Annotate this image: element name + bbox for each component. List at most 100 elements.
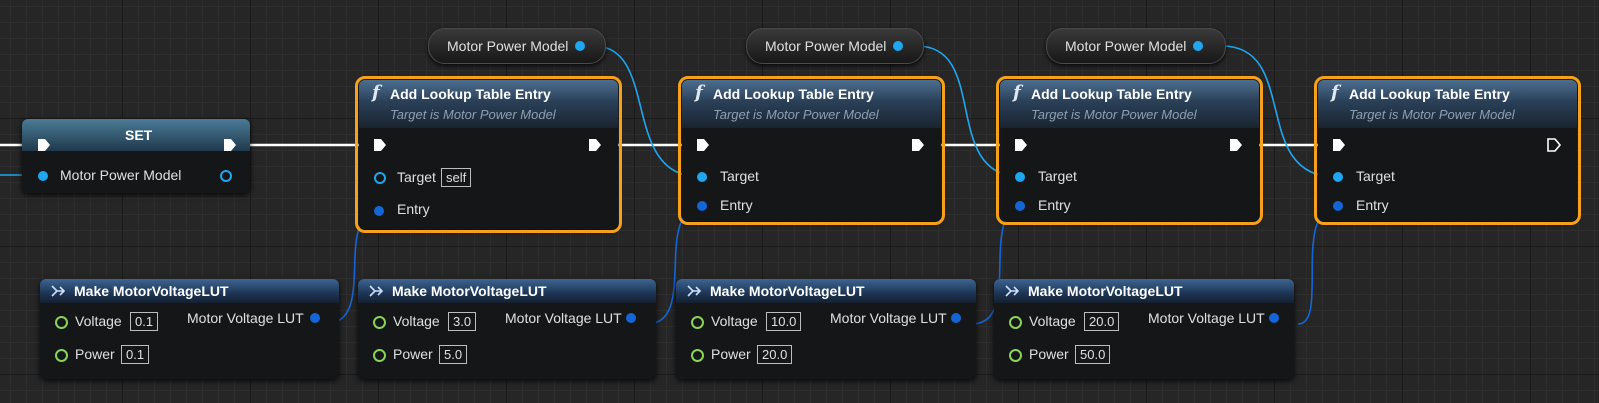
function-node[interactable]: f Add Lookup Table Entry Target is Motor… — [996, 76, 1263, 225]
voltage-pin[interactable] — [691, 316, 704, 329]
make-struct-node[interactable]: Make MotorVoltageLUT Voltage 3.0 Power 5… — [358, 279, 656, 379]
entry-pin[interactable] — [374, 206, 384, 216]
lut-output-label: Motor Voltage LUT — [830, 310, 947, 326]
exec-out-pin[interactable] — [1228, 137, 1244, 153]
variable-label: Motor Power Model — [1065, 38, 1187, 54]
power-pin[interactable] — [55, 349, 68, 362]
set-node[interactable]: SET Motor Power Model — [22, 119, 250, 193]
lut-output-label: Motor Voltage LUT — [505, 310, 622, 326]
make-header — [994, 279, 1294, 303]
power-value[interactable]: 0.1 — [121, 345, 150, 364]
lut-output-pin[interactable] — [951, 313, 961, 323]
struct-make-icon — [369, 285, 383, 297]
lut-output-label: Motor Voltage LUT — [187, 310, 304, 326]
power-label: Power — [393, 346, 433, 362]
target-pin[interactable] — [1333, 172, 1343, 182]
variable-node[interactable]: Motor Power Model — [746, 28, 924, 64]
target-value[interactable]: self — [441, 168, 472, 187]
function-icon: f — [1013, 82, 1021, 103]
voltage-value[interactable]: 0.1 — [130, 312, 159, 331]
target-label: Target — [720, 168, 759, 184]
power-pin[interactable] — [691, 349, 704, 362]
entry-label: Entry — [720, 197, 753, 213]
make-struct-node[interactable]: Make MotorVoltageLUT Voltage 20.0 Power … — [994, 279, 1294, 379]
exec-in-pin[interactable] — [1331, 137, 1347, 153]
target-pin[interactable] — [697, 172, 707, 182]
make-header — [358, 279, 656, 303]
entry-pin[interactable] — [1015, 201, 1025, 211]
voltage-label: Voltage — [1029, 313, 1076, 329]
object-out-pin[interactable] — [893, 41, 903, 51]
function-subtitle: Target is Motor Power Model — [1031, 107, 1197, 122]
entry-label: Entry — [1038, 197, 1071, 213]
variable-node[interactable]: Motor Power Model — [428, 28, 606, 64]
voltage-pin[interactable] — [55, 316, 68, 329]
target-label: Target — [397, 169, 436, 185]
voltage-label: Voltage — [711, 313, 758, 329]
function-header — [1318, 80, 1577, 128]
exec-out-pin[interactable] — [222, 137, 238, 153]
power-label: Power — [1029, 346, 1069, 362]
variable-node[interactable]: Motor Power Model — [1046, 28, 1226, 64]
power-value[interactable]: 50.0 — [1075, 345, 1111, 364]
function-header — [682, 80, 941, 128]
set-pin-label: Motor Power Model — [60, 167, 182, 183]
make-header — [40, 279, 339, 303]
object-out-pin[interactable] — [575, 41, 585, 51]
voltage-pin[interactable] — [1009, 316, 1022, 329]
voltage-label: Voltage — [393, 313, 440, 329]
exec-out-pin[interactable] — [587, 137, 603, 153]
exec-in-pin[interactable] — [372, 137, 388, 153]
target-label: Target — [1038, 168, 1077, 184]
make-title: Make MotorVoltageLUT — [1028, 283, 1183, 299]
object-out-pin[interactable] — [1193, 41, 1203, 51]
function-node[interactable]: f Add Lookup Table Entry Target is Motor… — [1314, 76, 1581, 225]
function-title: Add Lookup Table Entry — [390, 86, 551, 102]
object-out-pin[interactable] — [220, 170, 232, 182]
lut-output-pin[interactable] — [626, 313, 636, 323]
entry-pin[interactable] — [697, 201, 707, 211]
lut-output-pin[interactable] — [310, 313, 320, 323]
power-value[interactable]: 20.0 — [757, 345, 793, 364]
exec-out-pin[interactable] — [1546, 137, 1562, 153]
target-pin[interactable] — [374, 172, 386, 184]
object-wire — [593, 45, 701, 178]
exec-in-pin[interactable] — [36, 137, 52, 153]
exec-in-pin[interactable] — [1013, 137, 1029, 153]
set-node-header — [22, 119, 250, 151]
make-header — [676, 279, 976, 303]
function-subtitle: Target is Motor Power Model — [713, 107, 879, 122]
entry-label: Entry — [1356, 197, 1389, 213]
struct-make-icon — [1005, 285, 1019, 297]
power-pin[interactable] — [1009, 349, 1022, 362]
function-icon: f — [1331, 82, 1339, 103]
exec-in-pin[interactable] — [695, 137, 711, 153]
voltage-value[interactable]: 20.0 — [1084, 312, 1120, 331]
set-node-title: SET — [125, 127, 153, 143]
make-struct-node[interactable]: Make MotorVoltageLUT Voltage 0.1 Power 0… — [40, 279, 339, 379]
object-wire — [1221, 45, 1337, 178]
voltage-value[interactable]: 3.0 — [448, 312, 477, 331]
object-pin[interactable] — [38, 171, 48, 181]
variable-label: Motor Power Model — [765, 38, 887, 54]
function-node[interactable]: f Add Lookup Table Entry Target is Motor… — [678, 76, 945, 225]
target-pin[interactable] — [1015, 172, 1025, 182]
entry-pin[interactable] — [1333, 201, 1343, 211]
object-wire — [916, 45, 1023, 178]
voltage-value[interactable]: 10.0 — [766, 312, 802, 331]
voltage-pin[interactable] — [373, 316, 386, 329]
struct-make-icon — [51, 285, 65, 297]
make-struct-node[interactable]: Make MotorVoltageLUT Voltage 10.0 Power … — [676, 279, 976, 379]
entry-label: Entry — [397, 201, 430, 217]
power-value[interactable]: 5.0 — [439, 345, 468, 364]
variable-label: Motor Power Model — [447, 38, 569, 54]
function-node[interactable]: f Add Lookup Table Entry Target is Motor… — [355, 76, 622, 233]
struct-wire — [1297, 205, 1341, 325]
struct-make-icon — [687, 285, 701, 297]
function-header — [1000, 80, 1259, 128]
power-pin[interactable] — [373, 349, 386, 362]
function-icon: f — [695, 82, 703, 103]
lut-output-pin[interactable] — [1269, 313, 1279, 323]
target-label: Target — [1356, 168, 1395, 184]
exec-out-pin[interactable] — [910, 137, 926, 153]
